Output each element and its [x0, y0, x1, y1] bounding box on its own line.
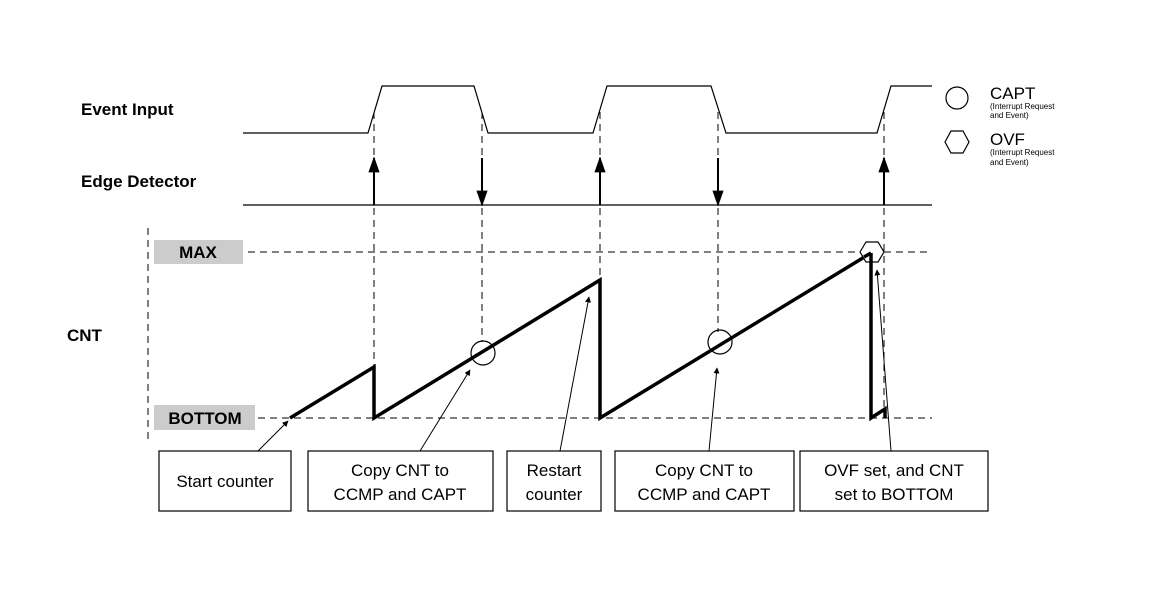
legend-sub: and Event) — [990, 111, 1029, 120]
pointer-start-counter — [257, 420, 289, 452]
max-level-label: MAX — [179, 243, 217, 262]
capt-marker-icon — [470, 340, 496, 366]
annotation-copy-cnt-2: Copy CNT to CCMP and CAPT — [614, 450, 795, 512]
edge-detector-arrows — [368, 156, 890, 207]
annotation-text: counter — [526, 485, 583, 504]
hexagon-icon — [944, 130, 970, 154]
event-input-waveform — [243, 85, 932, 134]
circle-icon — [945, 86, 969, 110]
capt-marker-icon — [707, 329, 733, 355]
legend-sub: and Event) — [990, 158, 1029, 167]
annotation-pointers — [257, 269, 892, 452]
legend-item-capt: CAPT (Interrupt Request and Event) — [945, 84, 1055, 120]
legend: CAPT (Interrupt Request and Event) OVF (… — [944, 84, 1055, 167]
event-input-label: Event Input — [81, 100, 174, 119]
edge-detector-label: Edge Detector — [81, 172, 197, 191]
legend-title: CAPT — [990, 84, 1035, 103]
bottom-level-label: BOTTOM — [168, 409, 241, 428]
annotation-text: CCMP and CAPT — [334, 485, 467, 504]
annotation-restart-counter: Restart counter — [506, 450, 602, 512]
legend-sub: (Interrupt Request — [990, 148, 1055, 157]
annotation-text: set to BOTTOM — [835, 485, 954, 504]
annotation-ovf-set: OVF set, and CNT set to BOTTOM — [799, 450, 989, 512]
pointer-copy-1 — [419, 369, 471, 452]
cnt-waveform — [289, 249, 887, 422]
annotation-text: Copy CNT to — [351, 461, 449, 480]
legend-sub: (Interrupt Request — [990, 102, 1055, 111]
annotation-text: CCMP and CAPT — [638, 485, 771, 504]
pointer-ovf — [874, 269, 892, 452]
bottom-level-box — [154, 405, 255, 430]
annotation-copy-cnt-1: Copy CNT to CCMP and CAPT — [307, 450, 494, 512]
max-level-box — [154, 240, 243, 264]
pointer-copy-2 — [708, 367, 720, 452]
legend-title: OVF — [990, 130, 1025, 149]
annotation-text: OVF set, and CNT — [824, 461, 964, 480]
pointer-restart — [559, 296, 591, 452]
annotation-text: Copy CNT to — [655, 461, 753, 480]
annotation-text: Start counter — [176, 472, 274, 491]
annotation-text: Restart — [527, 461, 582, 480]
annotation-start-counter: Start counter — [158, 450, 292, 512]
cnt-label: CNT — [67, 326, 103, 345]
legend-item-ovf: OVF (Interrupt Request and Event) — [944, 130, 1055, 167]
